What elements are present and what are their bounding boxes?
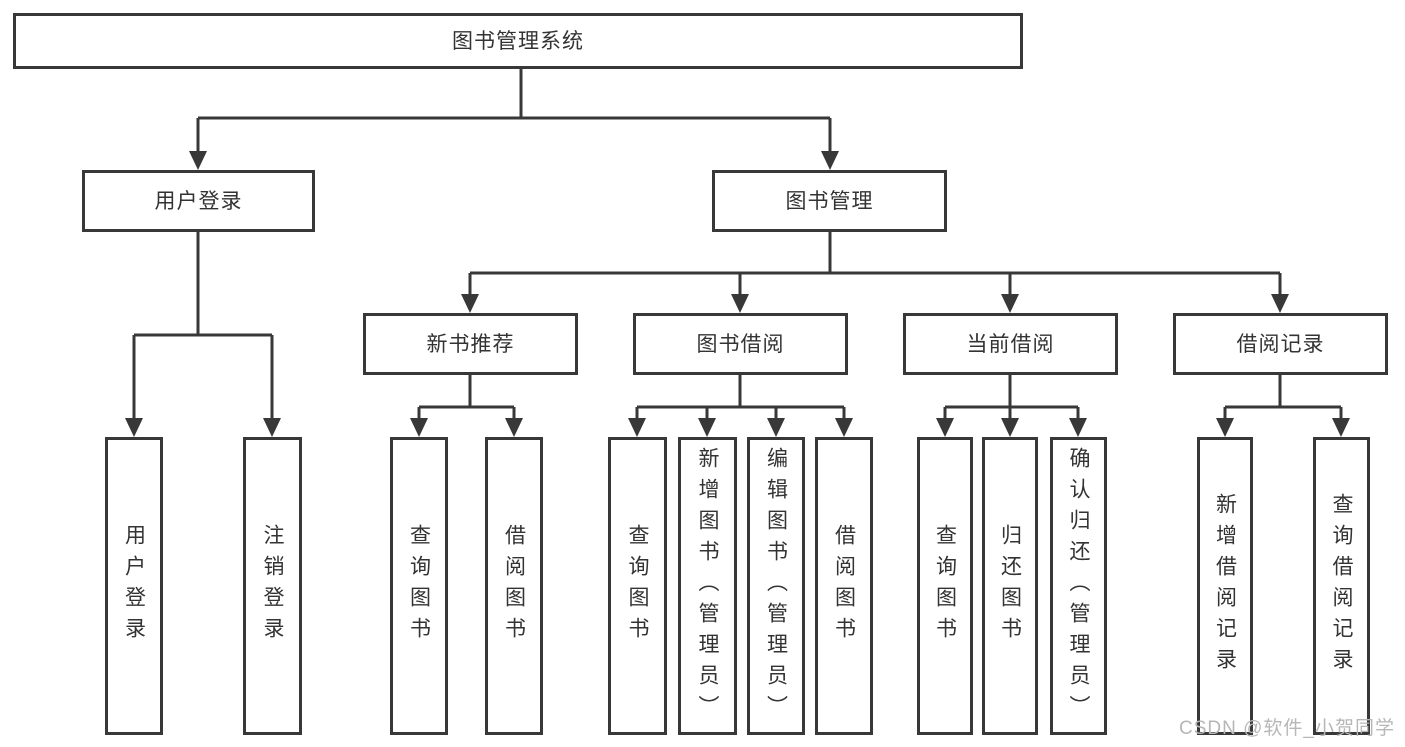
arrowhead (936, 418, 954, 437)
leaf-edit-book-admin: 编辑图书（管理员） (747, 437, 805, 735)
connector-user-login-to-leaves (125, 232, 281, 437)
arrowhead (1271, 294, 1289, 313)
node-book-management: 图书管理 (712, 170, 947, 232)
arrowhead (835, 418, 853, 437)
leaf-borrow-books-recommend: 借阅图书 (485, 437, 543, 735)
leaf-user-login: 用户登录 (105, 437, 163, 735)
csdn-watermark: CSDN @软件_小贺同学 (1179, 718, 1395, 739)
connector-new-book-recommend-to-leaves (410, 375, 523, 437)
leaf-add-book-admin: 新增图书（管理员） (678, 437, 737, 735)
arrowhead (263, 418, 281, 437)
leaf-label: 查询借阅记录 (1330, 493, 1353, 679)
node-book-borrow: 图书借阅 (633, 313, 848, 375)
connector-book-management-to-level3 (461, 232, 1289, 313)
node-label: 图书管理 (785, 189, 874, 213)
leaf-logout-login: 注销登录 (243, 437, 302, 735)
leaf-label: 查询图书 (933, 524, 957, 648)
leaf-label: 归还图书 (998, 524, 1022, 648)
node-label: 当前借阅 (966, 332, 1055, 356)
node-label: 图书管理系统 (452, 29, 584, 53)
leaf-add-borrow-record: 新增借阅记录 (1197, 437, 1253, 735)
arrowhead (1069, 418, 1087, 437)
arrowhead (505, 418, 523, 437)
leaf-label: 注销登录 (261, 524, 284, 648)
connector-root-to-level2 (189, 69, 839, 170)
arrowhead (1001, 418, 1019, 437)
arrowhead (767, 418, 785, 437)
leaf-confirm-return-admin: 确认归还（管理员） (1050, 437, 1107, 735)
connector-borrow-records-to-leaves (1216, 375, 1350, 437)
arrowhead (731, 294, 749, 313)
arrowhead (821, 151, 839, 170)
node-current-borrow: 当前借阅 (903, 313, 1118, 375)
node-label: 借阅记录 (1236, 332, 1325, 356)
node-new-book-recommend: 新书推荐 (363, 313, 578, 375)
leaf-label: 查询图书 (407, 524, 431, 648)
leaf-label: 查询图书 (626, 524, 649, 648)
node-root-library-system: 图书管理系统 (13, 13, 1023, 69)
leaf-return-books: 归还图书 (982, 437, 1038, 735)
arrowhead (189, 151, 207, 170)
leaf-label: 借阅图书 (832, 524, 856, 648)
node-user-login: 用户登录 (82, 170, 315, 232)
arrowhead (410, 418, 428, 437)
node-borrow-records: 借阅记录 (1173, 313, 1388, 375)
arrowhead (698, 418, 716, 437)
arrowhead (1216, 418, 1234, 437)
leaf-query-books-recommend: 查询图书 (390, 437, 448, 735)
arrowhead (1332, 418, 1350, 437)
arrowhead (628, 418, 646, 437)
arrowhead (1001, 294, 1019, 313)
node-label: 图书借阅 (696, 332, 785, 356)
leaf-label: 确认归还（管理员） (1067, 446, 1090, 726)
leaf-query-borrow-record: 查询借阅记录 (1313, 437, 1370, 735)
arrowhead (125, 418, 143, 437)
leaf-borrow-books-borrow: 借阅图书 (815, 437, 873, 735)
node-label: 用户登录 (154, 189, 243, 213)
leaf-label: 借阅图书 (502, 524, 526, 648)
node-label: 新书推荐 (426, 332, 515, 356)
leaf-query-books-current: 查询图书 (917, 437, 973, 735)
leaf-query-books-borrow: 查询图书 (608, 437, 667, 735)
leaf-label: 编辑图书（管理员） (764, 446, 788, 726)
leaf-label: 用户登录 (122, 524, 146, 648)
arrowhead (461, 294, 479, 313)
leaf-label: 新增图书（管理员） (696, 446, 719, 726)
leaf-label: 新增借阅记录 (1213, 493, 1237, 679)
connector-current-borrow-to-leaves (936, 375, 1087, 437)
connector-book-borrow-to-leaves (628, 375, 853, 437)
